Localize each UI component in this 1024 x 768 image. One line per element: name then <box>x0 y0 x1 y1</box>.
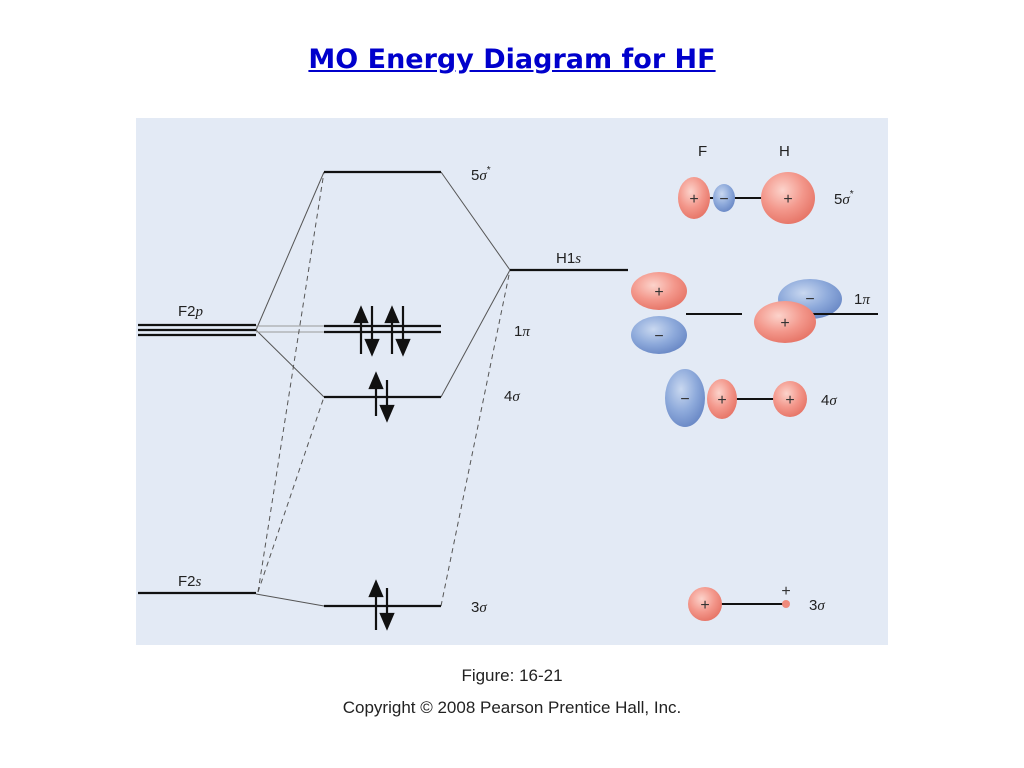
svg-text:+: + <box>717 392 726 409</box>
mo-3sigma-label: 3σ <box>471 599 487 616</box>
mo-1pi-label: 1π <box>514 323 530 340</box>
mo-4sigma-label: 4σ <box>504 388 520 405</box>
electrons <box>353 305 411 631</box>
shape-5sigma-label: 5σ* <box>834 189 854 208</box>
atom-h-label: H <box>779 143 790 160</box>
svg-text:−: − <box>805 291 814 308</box>
orbital-shape-4sigma: − + + <box>665 369 807 427</box>
shape-4sigma-label: 4σ <box>821 392 837 409</box>
svg-text:+: + <box>783 191 792 208</box>
orbital-shape-1pi-b: − + <box>754 279 878 343</box>
copyright-notice: Copyright © 2008 Pearson Prentice Hall, … <box>342 698 682 717</box>
figure-caption: Figure: 16-21 <box>461 666 563 685</box>
dashed-correlation-lines <box>257 171 511 607</box>
shape-1pi-label: 1π <box>854 291 870 308</box>
svg-text:+: + <box>780 315 789 332</box>
energy-levels <box>138 170 628 608</box>
mo-diagram: F2p F2s H1s 5σ* 1π 4σ 3σ F H + − + 5σ* +… <box>138 143 878 631</box>
svg-text:−: − <box>719 191 728 208</box>
atom-f-label: F <box>698 143 707 160</box>
svg-text:+: + <box>654 284 663 301</box>
page-title: MO Energy Diagram for HF <box>308 44 716 75</box>
orbital-shape-1pi-a: + − <box>631 272 742 354</box>
correlation-lines <box>255 171 511 607</box>
orbital-shape-5sigma: + − + <box>678 172 815 224</box>
f2p-label: F2p <box>178 303 204 320</box>
svg-text:+: + <box>781 583 790 600</box>
mo-5sigma-label: 5σ* <box>471 165 491 184</box>
f2s-label: F2s <box>178 573 202 590</box>
shape-3sigma-label: 3σ <box>809 597 825 614</box>
h1s-label: H1s <box>556 250 581 267</box>
svg-text:+: + <box>785 392 794 409</box>
svg-text:+: + <box>700 597 709 614</box>
svg-text:−: − <box>680 391 689 408</box>
orbital-shape-3sigma: + + <box>688 583 791 621</box>
svg-text:+: + <box>689 191 698 208</box>
svg-text:−: − <box>654 328 663 345</box>
mo-diagram-panel: F2p F2s H1s 5σ* 1π 4σ 3σ F H + − + 5σ* +… <box>136 118 888 645</box>
